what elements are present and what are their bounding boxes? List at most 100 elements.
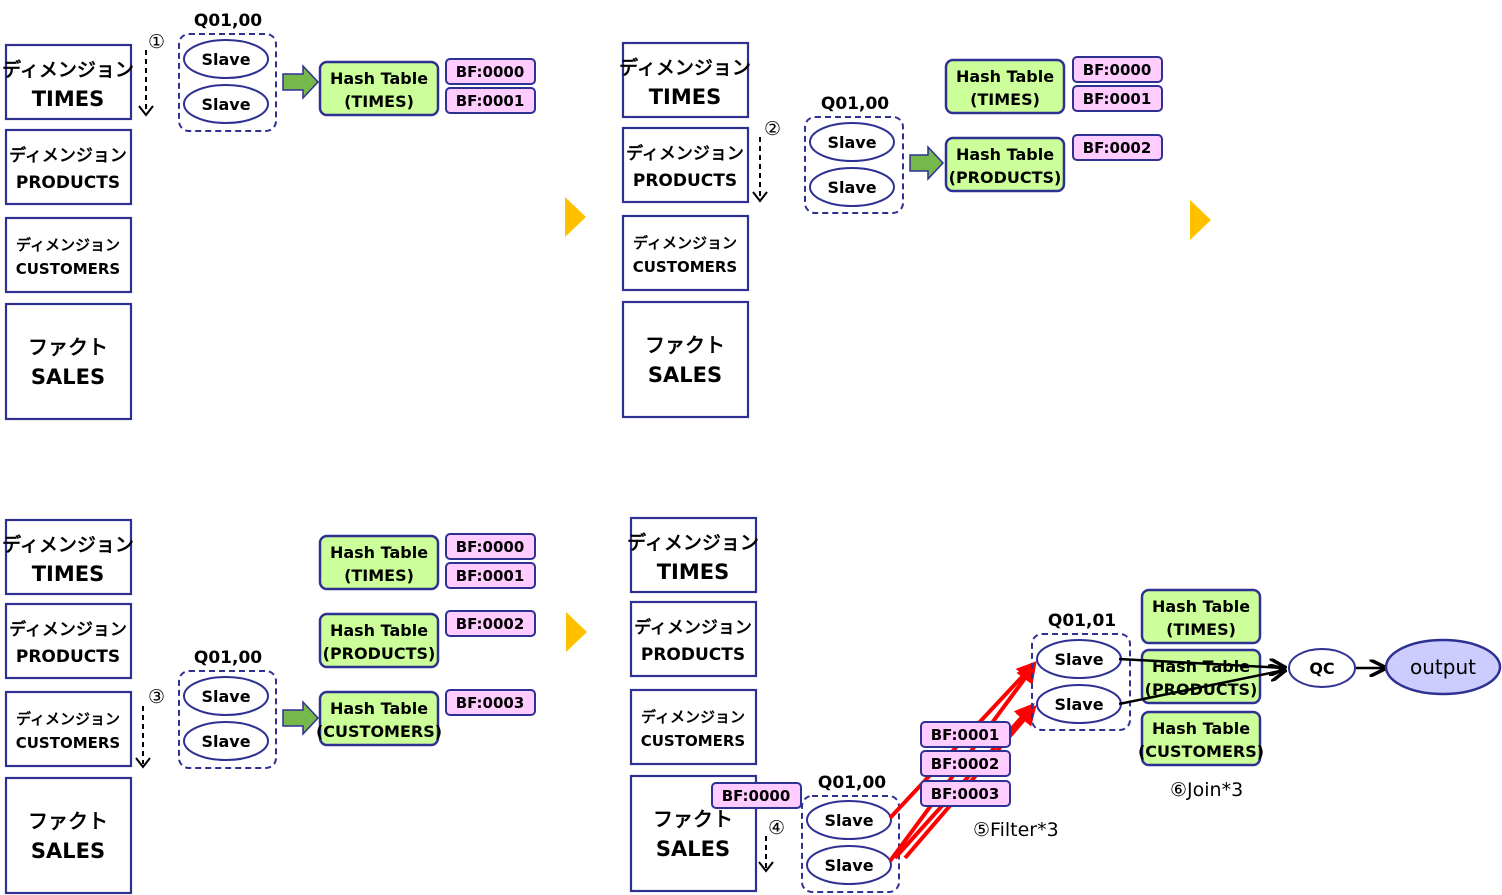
svg-text:ディメンジョン: ディメンジョン bbox=[626, 143, 744, 164]
hash-table-times: Hash Table (TIMES) bbox=[944, 58, 1066, 115]
next-step-arrow bbox=[566, 612, 587, 652]
slave-label: Slave bbox=[201, 50, 250, 69]
dimension-label: ディメンジョン bbox=[9, 145, 127, 166]
bloom-filter-0002: BF:0002 bbox=[1072, 134, 1163, 161]
svg-text:BF:0002: BF:0002 bbox=[456, 615, 525, 633]
slave-node bbox=[806, 845, 892, 885]
dimension-customers-box: ディメンジョン CUSTOMERS bbox=[4, 216, 133, 294]
panel-2: ディメンジョン TIMES ディメンジョン PRODUCTS ディメンジョン C… bbox=[619, 41, 1163, 419]
join-arrow bbox=[1118, 657, 1285, 668]
svg-text:TIMES: TIMES bbox=[32, 562, 105, 586]
svg-text:Hash Table: Hash Table bbox=[330, 69, 428, 88]
slave-node bbox=[183, 84, 269, 124]
svg-text:(PRODUCTS): (PRODUCTS) bbox=[949, 168, 1062, 187]
svg-text:BF:0000: BF:0000 bbox=[722, 787, 791, 805]
svg-text:Slave: Slave bbox=[824, 811, 873, 830]
svg-text:SALES: SALES bbox=[648, 363, 722, 387]
hash-table-products: Hash Table (PRODUCTS) bbox=[944, 136, 1066, 193]
dimension-customers-box: ディメンジョン CUSTOMERS bbox=[4, 690, 133, 768]
hash-table-products: Hash Table (PRODUCTS) bbox=[318, 612, 440, 669]
svg-text:SALES: SALES bbox=[31, 839, 105, 863]
join-annotation: ⑥Join*3 bbox=[1170, 779, 1243, 801]
bloom-filter-0001: BF:0001 bbox=[445, 87, 536, 114]
svg-text:PRODUCTS: PRODUCTS bbox=[633, 171, 737, 191]
query-group-box bbox=[801, 795, 900, 893]
svg-text:ディメンジョン: ディメンジョン bbox=[633, 234, 737, 252]
query-group-box bbox=[1031, 633, 1131, 731]
svg-text:Slave: Slave bbox=[827, 178, 876, 197]
svg-text:BF:0000: BF:0000 bbox=[456, 63, 525, 81]
dimension-times-box: ディメンジョン TIMES bbox=[2, 518, 134, 596]
svg-text:(TIMES): (TIMES) bbox=[344, 566, 414, 585]
slave-node bbox=[183, 721, 269, 761]
slave-label: Slave bbox=[201, 95, 250, 114]
next-step-arrow bbox=[1190, 200, 1211, 240]
bloom-filter-0001: BF:0001 bbox=[920, 721, 1011, 748]
dimension-times-box: ディメンジョン TIMES bbox=[619, 41, 751, 119]
query-group-label: Q01,01 bbox=[1048, 611, 1116, 631]
svg-text:PRODUCTS: PRODUCTS bbox=[16, 647, 120, 667]
table-name: CUSTOMERS bbox=[16, 260, 121, 278]
table-name: SALES bbox=[31, 365, 105, 389]
hash-table-times: Hash Table (TIMES) bbox=[318, 534, 440, 591]
svg-text:Slave: Slave bbox=[1054, 650, 1103, 669]
scan-arrowhead bbox=[135, 757, 151, 769]
svg-text:ファクト: ファクト bbox=[28, 809, 108, 833]
output-label: output bbox=[1410, 655, 1476, 679]
svg-text:Slave: Slave bbox=[827, 133, 876, 152]
svg-text:ファクト: ファクト bbox=[653, 807, 733, 831]
dimension-times-box: ディメンジョン TIMES bbox=[627, 516, 759, 594]
svg-text:BF:0000: BF:0000 bbox=[456, 538, 525, 556]
svg-text:BF:0000: BF:0000 bbox=[1083, 61, 1152, 79]
svg-text:Hash Table: Hash Table bbox=[1152, 719, 1250, 738]
output-node bbox=[1384, 638, 1502, 696]
svg-text:BF:0001: BF:0001 bbox=[1083, 90, 1152, 108]
build-arrow bbox=[282, 64, 320, 100]
slave-node bbox=[809, 122, 895, 162]
svg-text:BF:0002: BF:0002 bbox=[1083, 139, 1152, 157]
hash-table-times: Hash Table (TIMES) bbox=[318, 60, 440, 117]
dimension-products-box: ディメンジョン PRODUCTS bbox=[629, 600, 758, 678]
query-group-label: Q01,00 bbox=[194, 648, 262, 668]
panel-4: ディメンジョン TIMES ディメンジョン PRODUCTS ディメンジョン C… bbox=[627, 516, 1502, 893]
svg-text:ディメンジョン: ディメンジョン bbox=[16, 710, 120, 728]
bloom-filter-0003: BF:0003 bbox=[445, 689, 536, 716]
panel-3: ディメンジョン TIMES ディメンジョン PRODUCTS ディメンジョン C… bbox=[2, 518, 536, 895]
svg-text:CUSTOMERS: CUSTOMERS bbox=[16, 734, 121, 752]
hash-table-customers: Hash Table (CUSTOMERS) bbox=[316, 690, 442, 747]
query-group-label: Q01,00 bbox=[821, 94, 889, 114]
scan-arrowhead bbox=[758, 861, 774, 873]
svg-text:Hash Table: Hash Table bbox=[330, 543, 428, 562]
svg-text:TIMES: TIMES bbox=[657, 560, 730, 584]
scan-arrowhead bbox=[138, 105, 154, 117]
scan-arrowhead bbox=[752, 191, 768, 203]
svg-text:BF:0001: BF:0001 bbox=[456, 92, 525, 110]
query-group-box bbox=[178, 33, 277, 132]
next-step-arrow bbox=[565, 197, 586, 237]
query-group-box bbox=[804, 116, 904, 214]
slave-node bbox=[809, 167, 895, 207]
dimension-products-box: ディメンジョン PRODUCTS bbox=[4, 602, 133, 680]
bloom-filter-0000: BF:0000 bbox=[445, 58, 536, 85]
dimension-customers-box: ディメンジョン CUSTOMERS bbox=[629, 688, 758, 766]
dimension-label: ディメンジョン bbox=[2, 58, 134, 81]
bloom-filter-0001: BF:0001 bbox=[445, 562, 536, 589]
dimension-customers-box: ディメンジョン CUSTOMERS bbox=[621, 214, 750, 292]
svg-text:ディメンジョン: ディメンジョン bbox=[9, 619, 127, 640]
svg-text:(TIMES): (TIMES) bbox=[1166, 620, 1236, 639]
svg-text:ディメンジョン: ディメンジョン bbox=[627, 531, 759, 554]
bloom-filter-0002: BF:0002 bbox=[920, 750, 1011, 777]
svg-text:SALES: SALES bbox=[656, 837, 730, 861]
panel-1: ディメンジョン TIMES ディメンジョン PRODUCTS ディメンジョン C… bbox=[2, 11, 536, 421]
dimension-products-box: ディメンジョン PRODUCTS bbox=[4, 128, 133, 206]
svg-text:Hash Table: Hash Table bbox=[330, 621, 428, 640]
step-3-marker: ③ bbox=[148, 686, 165, 708]
slave-node bbox=[183, 676, 269, 716]
bloom-filter-0001: BF:0001 bbox=[1072, 85, 1163, 112]
slave-node bbox=[806, 800, 892, 840]
svg-text:BF:0001: BF:0001 bbox=[931, 726, 1000, 744]
fact-sales-box: ファクト SALES bbox=[621, 300, 750, 419]
svg-text:(TIMES): (TIMES) bbox=[344, 92, 414, 111]
qc-label: QC bbox=[1309, 659, 1334, 678]
dimension-label: ディメンジョン bbox=[16, 236, 120, 254]
